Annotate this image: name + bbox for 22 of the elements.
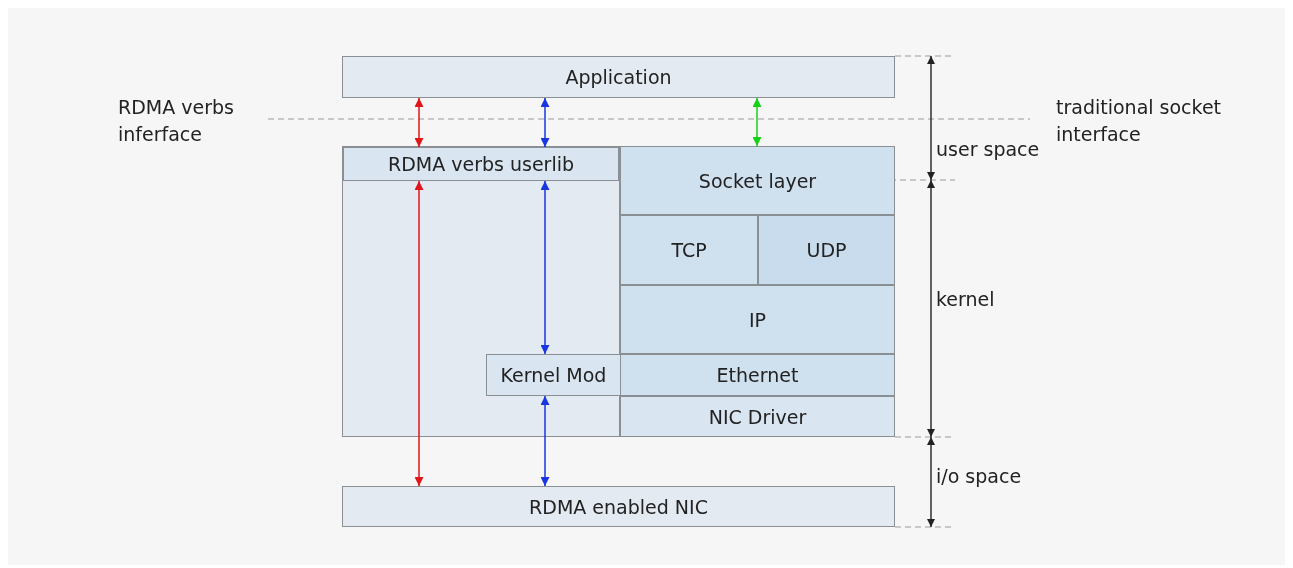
arrow — [752, 97, 762, 147]
space-label: kernel — [936, 287, 996, 312]
layer-box: Ethernet — [620, 354, 895, 396]
layer-box: IP — [620, 285, 895, 354]
arrow — [414, 180, 424, 487]
module-box: Kernel Mod — [486, 354, 621, 396]
layer-box: Application — [342, 56, 895, 98]
panel-box — [342, 146, 620, 437]
layer-box: NIC Driver — [620, 396, 895, 437]
arrow — [540, 180, 550, 355]
layer-box: Socket layer — [620, 146, 895, 215]
interface-label: RDMA verbs inferface — [118, 95, 235, 147]
arrow — [540, 395, 550, 487]
layer-box: UDP — [758, 215, 895, 285]
space-label: i/o space — [936, 464, 1023, 489]
layer-box: RDMA verbs userlib — [343, 147, 619, 181]
arrow — [540, 97, 550, 148]
arrow — [414, 97, 424, 148]
layer-box: TCP — [620, 215, 758, 285]
layer-box: RDMA enabled NIC — [342, 486, 895, 527]
interface-label: traditional socket interface — [1056, 95, 1223, 147]
space-label: user space — [936, 137, 1041, 162]
